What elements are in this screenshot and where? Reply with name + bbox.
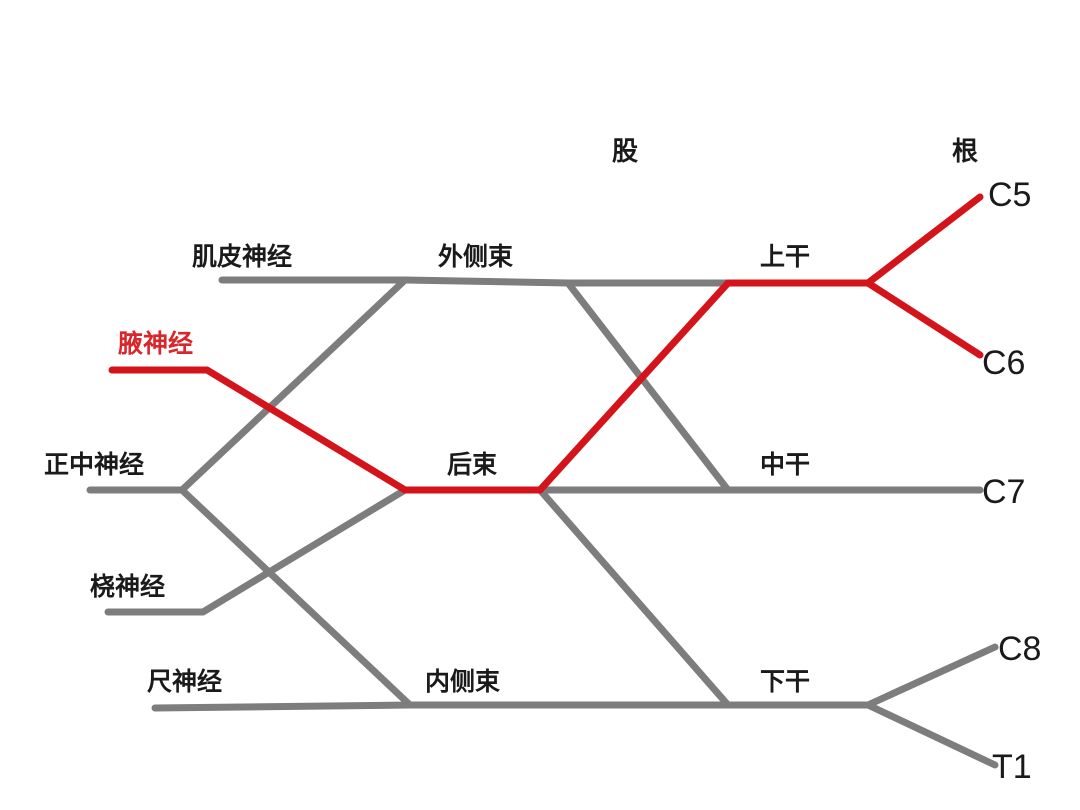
- axillary-nerve-pathway: [108, 193, 984, 494]
- nerve-label-ulnar: 尺神经: [147, 667, 222, 696]
- c6-root-red-line: [864, 279, 984, 359]
- t1-root-line: [864, 701, 999, 769]
- lateral-to-median-line: [178, 276, 409, 494]
- axillary-red-line: [108, 279, 872, 494]
- root-label-c7: C7: [982, 473, 1025, 511]
- root-label-c6: C6: [982, 344, 1025, 382]
- root-label-t1: T1: [992, 748, 1032, 786]
- trunk-label-lower: 下干: [760, 667, 810, 696]
- root-label-c5: C5: [988, 176, 1031, 214]
- ulnar-lower-trunk-line: [151, 701, 872, 712]
- nerve-label-musculocutaneous: 肌皮神经: [192, 242, 292, 271]
- median-to-medial-cord-line: [178, 486, 414, 709]
- nerve-label-radial: 桡神经: [90, 572, 165, 601]
- root-label-c8: C8: [998, 630, 1041, 668]
- nerve-label-axillary: 腋神经: [118, 329, 193, 358]
- c5-root-red-line: [864, 193, 984, 287]
- plexus-gray-pathways: [86, 276, 999, 769]
- root-header: 根: [952, 137, 978, 167]
- nerve-label-median: 正中神经: [44, 450, 144, 479]
- cord-label-posterior: 后束: [447, 450, 498, 479]
- radial-line: [104, 486, 409, 616]
- musculocutaneous-line: [218, 276, 732, 287]
- cord-label-medial: 内侧束: [425, 667, 501, 696]
- posterior-to-lower-trunk-line: [536, 486, 732, 709]
- c8-root-line: [864, 643, 999, 709]
- cord-label-lateral: 外侧束: [438, 242, 514, 271]
- trunk-label-upper: 上干: [760, 242, 810, 271]
- lateral-to-middle-trunk-line: [564, 279, 732, 494]
- division-header: 股: [612, 137, 638, 167]
- trunk-label-middle: 中干: [760, 450, 810, 479]
